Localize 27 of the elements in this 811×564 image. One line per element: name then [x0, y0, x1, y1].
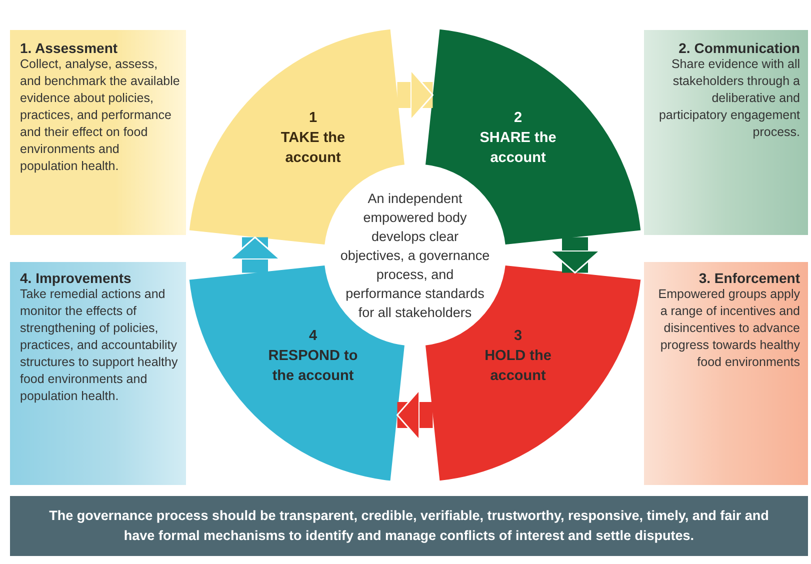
- arrow: [397, 69, 434, 121]
- text-panel: [644, 30, 808, 235]
- panel-description: Take remedial actions and monitor the effects of strengthening of policies, practices, and accountability structures to support healthy food environments and population health.: [20, 286, 179, 405]
- arrow: [396, 389, 433, 441]
- panel-description: Empowered groups apply a range of incentives and disincentives to advance progress towards healthy food environments: [657, 286, 800, 371]
- text-panel: [10, 30, 186, 235]
- arrow: [229, 236, 281, 273]
- center-text: An independent empowered body develops clear objectives, a governance process, and performance standards for all stakeholders: [340, 190, 490, 322]
- arrow: [549, 237, 601, 274]
- panel-heading: 4. Improvements: [20, 270, 132, 286]
- panel-heading: 2. Communication: [678, 40, 800, 56]
- step-label: SHARE the account: [478, 129, 558, 168]
- step-number: 2: [512, 109, 524, 128]
- principle-banner: [10, 496, 808, 556]
- panel-description: Collect, analyse, assess, and benchmark the available evidence about policies, practices, and performance and their effect on food environments and population health.: [20, 56, 180, 175]
- step-number: 4: [308, 327, 318, 346]
- banner-text: The governance process should be transparent, credible, verifiable, trustworthy, responsive, timely, and fair and have formal mechanisms to identify and manage conflicts of interest and settle disputes.: [49, 507, 769, 545]
- panel-heading: 1. Assessment: [20, 40, 119, 56]
- step-label: HOLD the account: [484, 347, 552, 386]
- step-number: 1: [308, 109, 318, 128]
- step-label: TAKE the account: [280, 129, 346, 168]
- step-number: 3: [512, 327, 524, 346]
- step-label: RESPOND to the account: [267, 347, 359, 386]
- panel-heading: 3. Enforcement: [698, 270, 800, 286]
- text-panel: [644, 262, 808, 485]
- panel-description: Share evidence with all stakeholders through a deliberative and participatory engagement process.: [658, 56, 800, 141]
- text-panel: [10, 262, 186, 485]
